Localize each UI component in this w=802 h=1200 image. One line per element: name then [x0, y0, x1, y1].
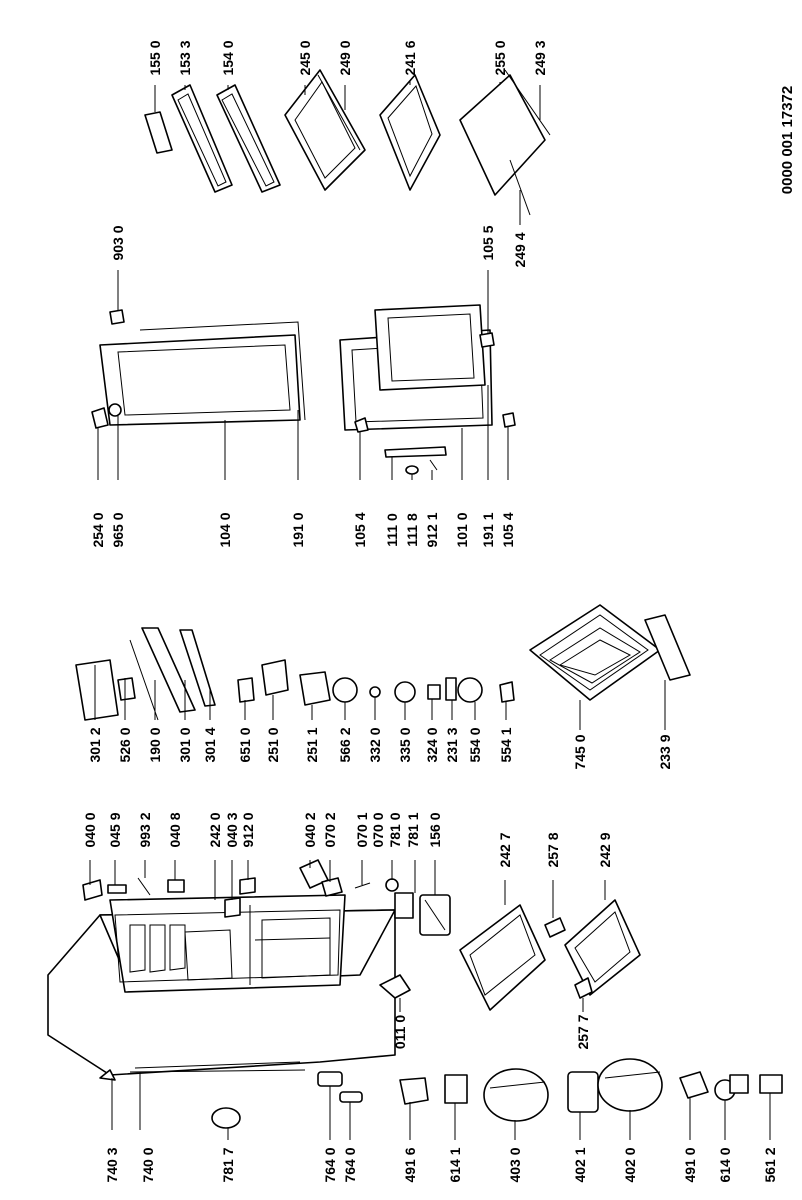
part-label: 011 0: [392, 1015, 408, 1049]
part-label: 241 6: [402, 40, 418, 75]
part-label: 154 0: [220, 40, 236, 75]
part-label: 105 4: [352, 512, 368, 547]
part-label: 561 2: [762, 1147, 778, 1182]
cabinet-drawing: [47, 894, 396, 1076]
part-label: 402 0: [622, 1147, 638, 1182]
drawers-drawing: [82, 859, 641, 1011]
part-label: 301 2: [87, 727, 103, 762]
part-label: 491 0: [682, 1147, 698, 1182]
part-label: 242 7: [497, 832, 513, 867]
part-label: 251 0: [265, 727, 281, 762]
part-label: 781 0: [387, 812, 403, 847]
part-label: 040 2: [302, 812, 318, 847]
freezer-basket-drawing: [529, 604, 691, 701]
part-label: 335 0: [397, 727, 413, 762]
part-label: 402 1: [572, 1147, 588, 1182]
part-label: 242 0: [207, 812, 223, 847]
part-label: 105 5: [480, 225, 496, 260]
part-label: 104 0: [217, 512, 233, 547]
part-label: 554 1: [498, 727, 514, 762]
shelves-drawing: [144, 69, 551, 216]
part-label: 233 9: [657, 734, 673, 769]
part-label: 255 0: [492, 40, 508, 75]
document-number: 0000 001 17372: [779, 86, 796, 194]
part-label: 191 0: [290, 512, 306, 547]
part-label: 781 1: [405, 812, 421, 847]
part-label: 242 9: [597, 832, 613, 867]
part-label: 965 0: [110, 512, 126, 547]
part-label: 554 0: [467, 727, 483, 762]
part-label: 257 7: [575, 1014, 591, 1049]
part-label: 070 0: [370, 812, 386, 847]
part-label: 257 8: [545, 832, 561, 867]
part-label: 249 3: [532, 40, 548, 75]
part-label: 156 0: [427, 812, 443, 847]
part-label: 740 0: [140, 1147, 156, 1182]
part-label: 324 0: [424, 727, 440, 762]
part-label: 111 8: [404, 513, 420, 547]
part-label: 191 1: [480, 512, 496, 547]
part-label: 903 0: [110, 225, 126, 260]
part-label: 740 3: [104, 1147, 120, 1182]
leader-lines: [89, 80, 771, 1140]
part-label: 040 8: [167, 812, 183, 847]
part-label: 764 0: [322, 1147, 338, 1182]
part-label: 070 2: [322, 812, 338, 847]
doors-drawing: [91, 304, 516, 475]
part-labels: 740 3 740 0 781 7 764 0 764 0 491 6 614 …: [82, 40, 778, 1182]
part-label: 190 0: [147, 727, 163, 762]
part-label: 105 4: [500, 512, 516, 547]
part-label: 614 1: [447, 1147, 463, 1182]
part-label: 153 3: [177, 40, 193, 75]
part-label: 040 3: [224, 812, 240, 847]
part-label: 781 7: [220, 1147, 236, 1182]
part-label: 614 0: [717, 1147, 733, 1182]
small-parts-bottom-left: [99, 1058, 783, 1129]
part-label: 301 4: [202, 727, 218, 762]
part-label: 912 0: [240, 812, 256, 847]
part-label: 045 9: [107, 812, 123, 847]
part-label: 249 0: [337, 40, 353, 75]
part-label: 101 0: [454, 512, 470, 547]
part-label: 912 1: [424, 512, 440, 547]
part-label: 254 0: [90, 512, 106, 547]
thermostat-parts-drawing: [75, 627, 515, 721]
part-label: 111 0: [384, 513, 400, 547]
part-label: 745 0: [572, 734, 588, 769]
part-label: 301 0: [177, 727, 193, 762]
part-label: 245 0: [297, 40, 313, 75]
part-label: 332 0: [367, 727, 383, 762]
part-label: 231 3: [444, 727, 460, 762]
part-label: 566 2: [337, 727, 353, 762]
part-label: 403 0: [507, 1147, 523, 1182]
part-label: 764 0: [342, 1147, 358, 1182]
part-label: 070 1: [354, 812, 370, 847]
part-label: 040 0: [82, 812, 98, 847]
part-label: 993 2: [137, 812, 153, 847]
part-label: 651 0: [237, 727, 253, 762]
part-label: 491 6: [402, 1147, 418, 1182]
part-label: 249 4: [512, 232, 528, 267]
part-label: 251 1: [304, 727, 320, 762]
part-label: 526 0: [117, 727, 133, 762]
part-label: 155 0: [147, 40, 163, 75]
